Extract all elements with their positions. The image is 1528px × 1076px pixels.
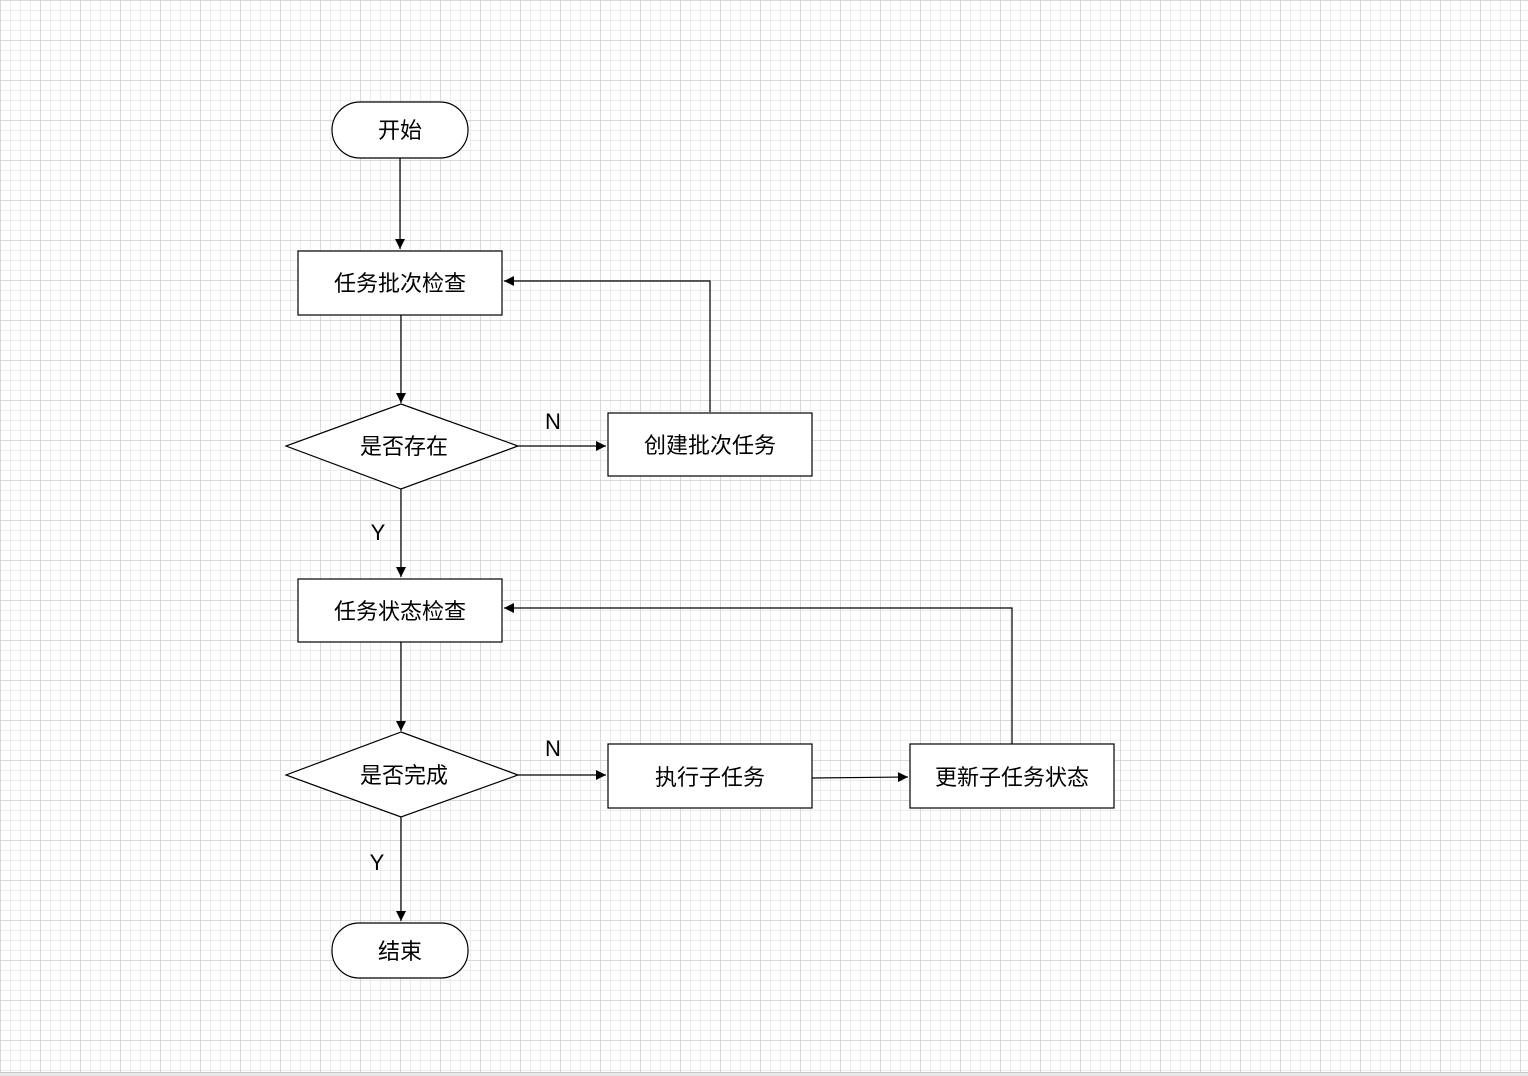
node-create-batch[interactable]: 创建批次任务 xyxy=(607,412,813,477)
node-start[interactable]: 开始 xyxy=(331,101,469,159)
node-exists-decision[interactable]: 是否存在 xyxy=(284,403,520,490)
node-check-status-label: 任务状态检查 xyxy=(334,600,466,625)
node-update-status-label: 更新子任务状态 xyxy=(935,766,1089,791)
node-exists-label: 是否存在 xyxy=(360,435,448,460)
edge-label-completed-no: N xyxy=(545,736,561,761)
edge-update-status-to-check-status[interactable] xyxy=(504,603,1013,744)
node-check-status[interactable]: 任务状态检查 xyxy=(297,578,503,643)
edge-create-batch-to-check-batch[interactable] xyxy=(504,276,711,412)
edge-label-exists-yes: Y xyxy=(371,520,386,545)
node-execute-subtask-label: 执行子任务 xyxy=(655,766,765,791)
bottom-scroll-edge xyxy=(0,1072,1528,1076)
edge-label-exists-no: N xyxy=(545,409,561,434)
node-start-label: 开始 xyxy=(378,119,422,144)
edge-execute-to-update-status[interactable] xyxy=(811,772,909,783)
node-create-batch-label: 创建批次任务 xyxy=(644,434,776,459)
node-execute-subtask[interactable]: 执行子任务 xyxy=(607,743,813,809)
node-check-batch-label: 任务批次检查 xyxy=(334,272,466,297)
node-check-batch[interactable]: 任务批次检查 xyxy=(297,250,503,316)
node-end-label: 结束 xyxy=(378,940,422,965)
node-end[interactable]: 结束 xyxy=(331,922,469,979)
edge-label-completed-yes: Y xyxy=(370,850,385,875)
node-completed-decision[interactable]: 是否完成 xyxy=(284,731,520,818)
node-completed-label: 是否完成 xyxy=(360,764,448,789)
node-update-status[interactable]: 更新子任务状态 xyxy=(909,743,1115,809)
